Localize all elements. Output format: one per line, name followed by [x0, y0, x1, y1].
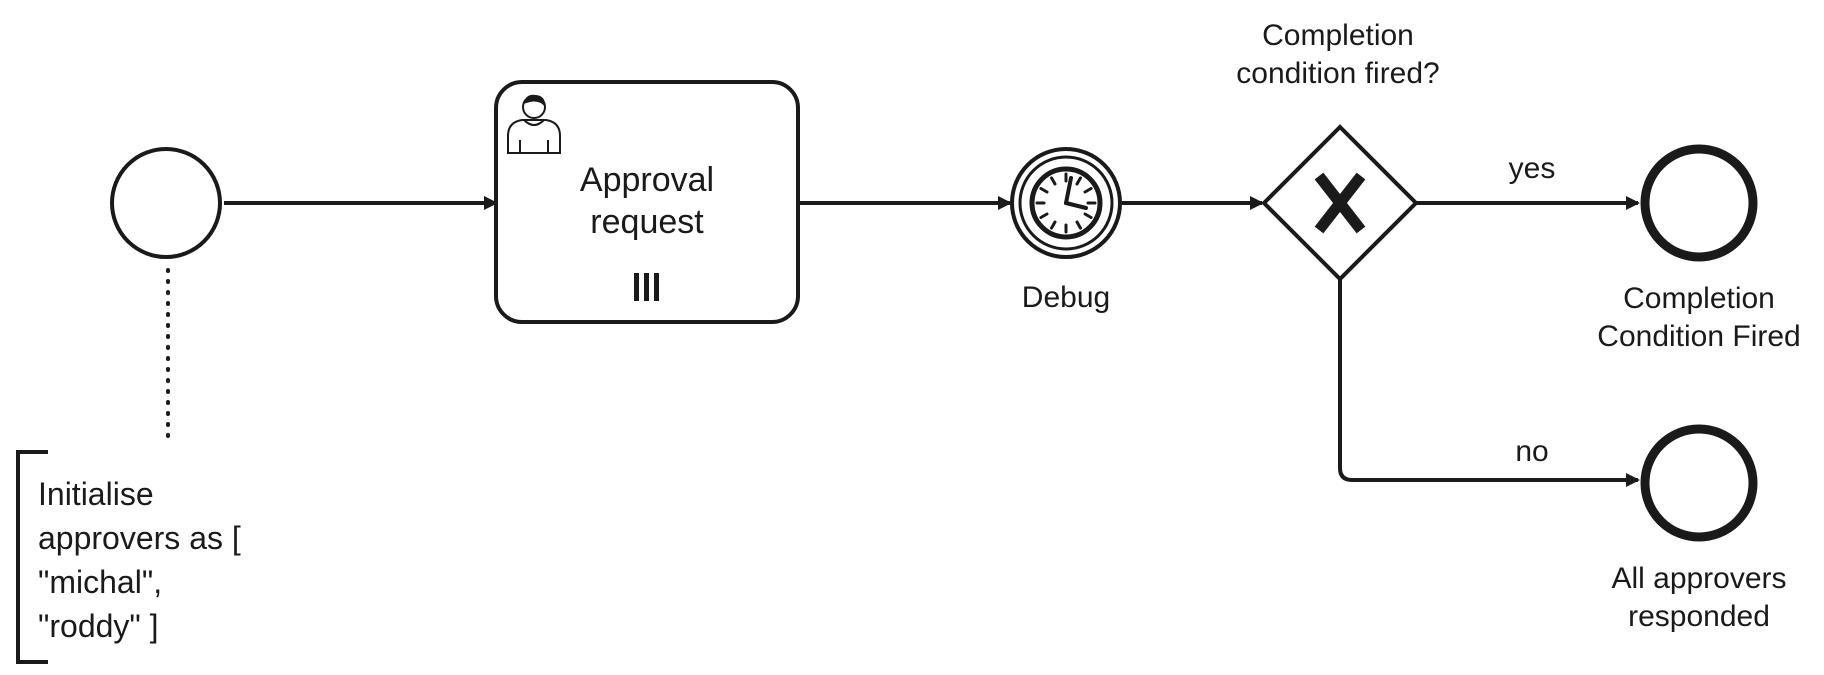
task-label-line1: Approval — [580, 161, 714, 199]
annotation-line1: Initialise — [38, 476, 154, 512]
annotation-line4: "roddy" ] — [38, 608, 159, 644]
text-annotation[interactable]: Initialise approvers as [ "michal", "rod… — [16, 450, 241, 664]
clock-icon — [1029, 166, 1103, 240]
gateway-label-line1: Completion — [1262, 19, 1414, 52]
annotation-line2: approvers as [ — [38, 520, 241, 556]
flow-no-label: no — [1515, 435, 1548, 468]
end-no-label-line2: responded — [1628, 600, 1770, 633]
user-icon — [507, 94, 561, 154]
approval-request-task[interactable]: Approval request — [494, 80, 800, 324]
end-yes-label-line1: Completion — [1623, 282, 1775, 315]
gateway-label-line2: condition fired? — [1236, 57, 1439, 90]
annotation-line3: "michal", — [38, 564, 162, 600]
flow-no[interactable] — [1338, 279, 1640, 487]
debug-timer-event[interactable]: Debug — [1010, 147, 1122, 314]
end-event-all-responded[interactable]: All approvers responded — [1611, 424, 1787, 633]
end-yes-label-line2: Condition Fired — [1597, 320, 1800, 353]
end-event-completion-fired[interactable]: Completion Condition Fired — [1597, 144, 1801, 353]
parallel-multi-instance-icon — [634, 273, 659, 301]
timer-label: Debug — [1022, 281, 1110, 314]
task-label-line2: request — [590, 203, 704, 241]
flow-yes-label: yes — [1509, 152, 1556, 185]
x-icon — [1314, 172, 1366, 234]
end-no-label-line1: All approvers — [1611, 562, 1786, 595]
start-event[interactable] — [110, 147, 222, 259]
completion-gateway[interactable]: Completion condition fired? — [1236, 19, 1440, 282]
